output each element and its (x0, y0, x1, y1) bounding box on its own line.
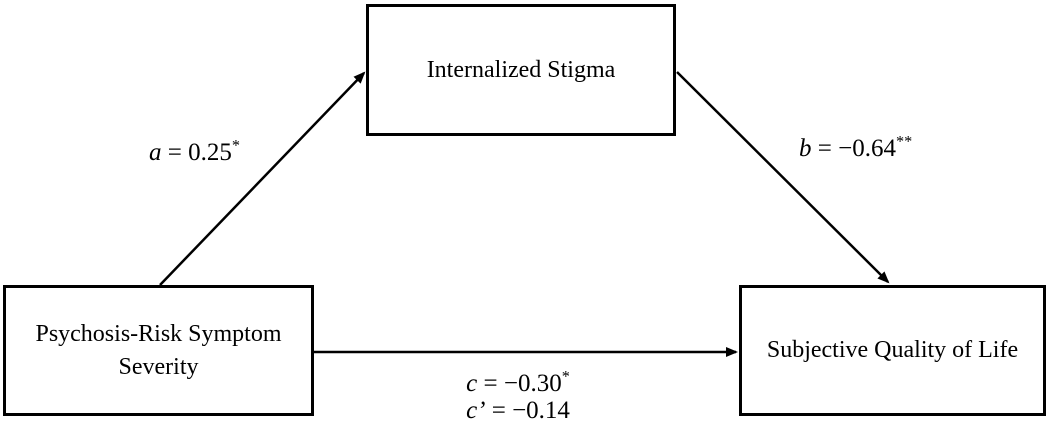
path-b-significance: ** (895, 132, 913, 151)
path-c-prime-label: c’ = −0.14 (466, 397, 570, 424)
path-a-value: = 0.25 (161, 139, 232, 166)
node-outcome-label: Subjective Quality of Life (766, 337, 1019, 364)
node-mediator: Internalized Stigma (366, 4, 676, 136)
node-outcome: Subjective Quality of Life (739, 285, 1046, 416)
path-a-significance: * (231, 136, 240, 155)
path-c-labels: c = −0.30* c’ = −0.14 (466, 367, 570, 424)
path-a-label: a = 0.25* (149, 136, 240, 167)
path-c-significance: * (561, 367, 570, 386)
path-c-variable: c (466, 370, 478, 397)
path-b-label: b = −0.64** (799, 132, 913, 163)
path-c-value: = −0.30 (477, 370, 562, 397)
node-mediator-label: Internalized Stigma (426, 56, 616, 83)
path-a-variable: a (149, 139, 162, 166)
path-c-prime-value: = −0.14 (485, 397, 570, 424)
path-c-prime-variable: c’ (466, 397, 486, 424)
path-c-label: c = −0.30* (466, 367, 570, 397)
path-a-arrow (159, 71, 366, 286)
path-b-variable: b (799, 135, 812, 162)
node-predictor-label: Psychosis-Risk Symptom Severity (35, 321, 282, 380)
path-b-arrow (676, 71, 890, 284)
node-predictor: Psychosis-Risk Symptom Severity (3, 285, 314, 416)
path-b-value: = −0.64 (811, 135, 896, 162)
